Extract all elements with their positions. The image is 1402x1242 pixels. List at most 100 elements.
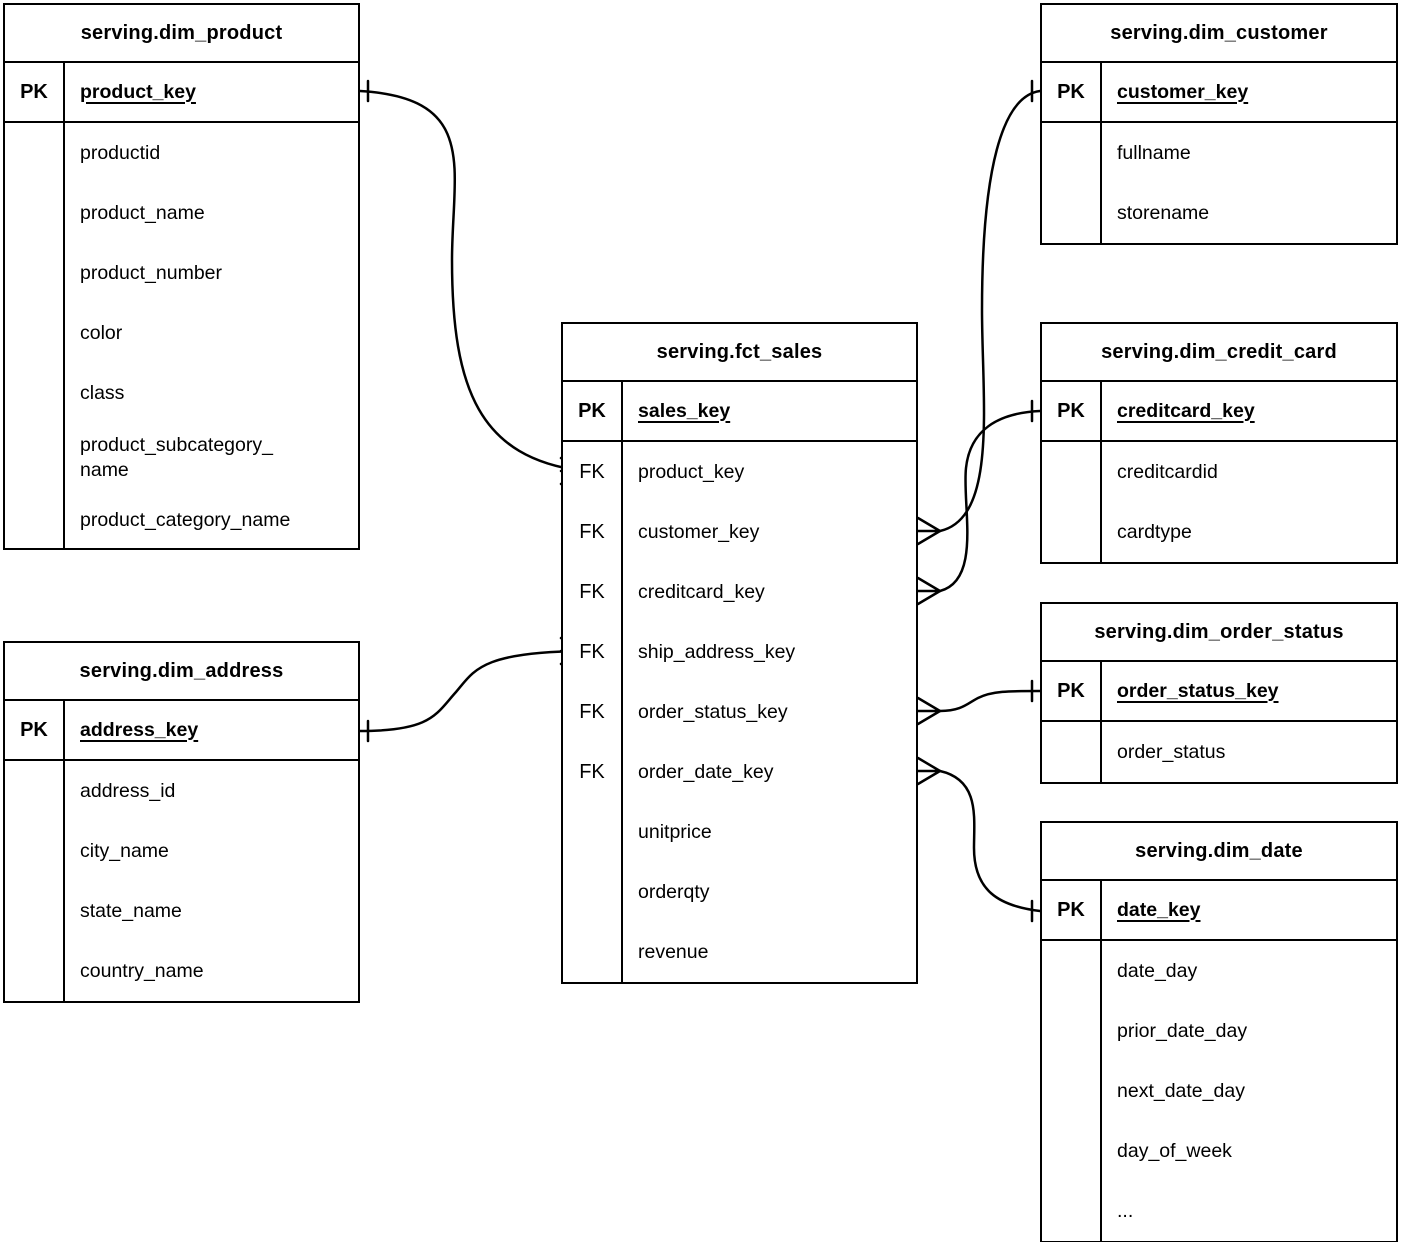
key-cell xyxy=(563,862,623,922)
key-cell: FK xyxy=(563,742,623,802)
key-cell xyxy=(5,821,65,881)
relation-fct_sales-dim_order_status xyxy=(916,679,1042,726)
table-row: product_category_name xyxy=(5,493,358,548)
relation-line xyxy=(358,89,585,473)
key-cell: FK xyxy=(563,682,623,742)
key-cell: FK xyxy=(563,442,623,502)
key-cell xyxy=(5,493,65,548)
field-order_status_key: order_status_key xyxy=(1117,679,1279,702)
field-customer_key: customer_key xyxy=(638,520,760,543)
table-row: PK order_status_key xyxy=(1042,662,1396,722)
table-row: cardtype xyxy=(1042,502,1396,562)
table-row: storename xyxy=(1042,183,1396,243)
key-cell xyxy=(5,183,65,243)
field-date_key: date_key xyxy=(1117,898,1201,921)
table-title: serving.dim_date xyxy=(1042,823,1396,881)
field-date_day: date_day xyxy=(1117,959,1198,982)
relation-line xyxy=(938,409,1042,593)
field-orderqty: orderqty xyxy=(638,880,710,903)
table-row: state_name xyxy=(5,881,358,941)
field-prior_date_day: prior_date_day xyxy=(1117,1019,1248,1042)
table-row: PK product_key xyxy=(5,63,358,123)
field-creditcard_key: creditcard_key xyxy=(638,580,765,603)
key-cell xyxy=(5,303,65,363)
relation-line xyxy=(938,689,1042,713)
crow-foot-many-icon xyxy=(916,756,942,786)
table-row: FK order_status_key xyxy=(563,682,916,742)
table-row: productid xyxy=(5,123,358,183)
field-country_name: country_name xyxy=(80,959,204,982)
key-cell xyxy=(1042,722,1102,782)
key-cell xyxy=(1042,123,1102,183)
key-cell xyxy=(5,123,65,183)
field-order_status: order_status xyxy=(1117,740,1226,763)
table-row: FK product_key xyxy=(563,442,916,502)
field-product_key: product_key xyxy=(638,460,745,483)
key-cell xyxy=(1042,183,1102,243)
table-row: PK sales_key xyxy=(563,382,916,442)
table-row: color xyxy=(5,303,358,363)
key-cell: PK xyxy=(5,701,65,759)
key-cell xyxy=(5,363,65,423)
table-row: PK date_key xyxy=(1042,881,1396,941)
field-sales_key: sales_key xyxy=(638,399,731,422)
key-cell xyxy=(563,922,623,982)
key-cell xyxy=(5,423,65,493)
key-cell xyxy=(1042,442,1102,502)
key-cell: PK xyxy=(1042,662,1102,720)
field-customer_key: customer_key xyxy=(1117,80,1249,103)
relation-fct_sales-dim_date xyxy=(916,756,1042,923)
field-fullname: fullname xyxy=(1117,141,1191,164)
table-row: product_number xyxy=(5,243,358,303)
table-row: orderqty xyxy=(563,862,916,922)
relation-line xyxy=(938,769,1042,913)
key-cell: FK xyxy=(563,622,623,682)
field-order_date_key: order_date_key xyxy=(638,760,774,783)
key-cell xyxy=(5,941,65,1001)
field-product_key: product_key xyxy=(80,80,196,103)
field-ship_address_key: ship_address_key xyxy=(638,640,796,663)
table-row: city_name xyxy=(5,821,358,881)
key-cell: FK xyxy=(563,562,623,622)
relation-fct_sales-dim_customer xyxy=(916,79,1042,546)
field-address_id: address_id xyxy=(80,779,176,802)
key-cell: PK xyxy=(1042,881,1102,939)
field-revenue: revenue xyxy=(638,940,709,963)
key-cell xyxy=(5,881,65,941)
key-cell: PK xyxy=(563,382,623,440)
field-color: color xyxy=(80,321,123,344)
field-product_category_name: product_category_name xyxy=(80,509,291,532)
table-row: ... xyxy=(1042,1181,1396,1241)
table-row: product_subcategory_name xyxy=(5,423,358,493)
relation-dim_address-fct_sales xyxy=(358,636,585,743)
field-state_name: state_name xyxy=(80,899,182,922)
table-title: serving.dim_address xyxy=(5,643,358,701)
table-title: serving.dim_customer xyxy=(1042,5,1396,63)
table-row: class xyxy=(5,363,358,423)
field-creditcardid: creditcardid xyxy=(1117,460,1218,483)
key-cell xyxy=(1042,1001,1102,1061)
field-product_subcategory_name: product_subcategory_name xyxy=(80,434,273,481)
table-row: day_of_week xyxy=(1042,1121,1396,1181)
key-cell xyxy=(1042,1121,1102,1181)
field-day_of_week: day_of_week xyxy=(1117,1139,1232,1162)
table-row: unitprice xyxy=(563,802,916,862)
key-cell xyxy=(1042,1181,1102,1241)
table-row: address_id xyxy=(5,761,358,821)
crow-foot-many-icon xyxy=(916,696,942,726)
key-cell: PK xyxy=(5,63,65,121)
field-cardtype: cardtype xyxy=(1117,520,1192,543)
field-order_status_key: order_status_key xyxy=(638,700,788,723)
field-...: ... xyxy=(1117,1199,1134,1222)
